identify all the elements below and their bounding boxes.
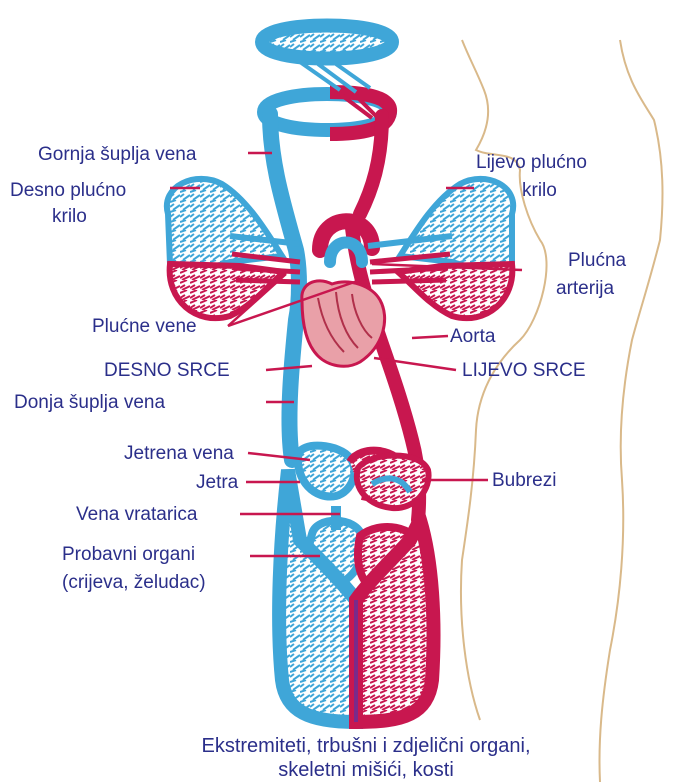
label-lijevo-line1: Lijevo plućno xyxy=(476,152,587,173)
caption-line2: skeletni mišići, kosti xyxy=(278,759,454,781)
label-aorta: Aorta xyxy=(450,326,496,347)
label-lijevo-line2: krilo xyxy=(522,180,557,201)
label-desno-line1: Desno plućno xyxy=(10,180,126,201)
heart xyxy=(302,281,385,366)
label-desno-plucno-krilo: Desno plućno krilo xyxy=(10,180,131,227)
kidney-capillaries xyxy=(357,456,429,509)
label-gornja-supl-vena: Gornja šuplja vena xyxy=(38,144,197,165)
head-capillaries xyxy=(262,26,392,135)
label-bubrezi: Bubrezi xyxy=(492,470,556,491)
label-probavni-organi: Probavni organi (crijeva, želudac) xyxy=(62,544,206,593)
label-lijevo-srce: LIJEVO SRCE xyxy=(462,360,586,381)
caption-line1: Ekstremiteti, trbušni i zdjelični organi… xyxy=(201,735,530,757)
caption: Ekstremiteti, trbušni i zdjelični organi… xyxy=(201,735,530,781)
label-desno-srce: DESNO SRCE xyxy=(104,360,230,381)
label-plucna-line1: Plućna xyxy=(568,250,627,271)
label-vena-vratarica: Vena vratarica xyxy=(76,504,198,525)
label-plucna-arterija: Plućna arterija xyxy=(556,250,631,299)
left-lung xyxy=(368,179,513,318)
label-plucne-vene: Plućne vene xyxy=(92,316,197,337)
pointer-aorta xyxy=(412,336,448,338)
label-plucna-line2: arterija xyxy=(556,278,615,299)
label-probavni-line1: Probavni organi xyxy=(62,544,195,565)
label-donja-supl-vena: Donja šuplja vena xyxy=(14,392,165,413)
label-probavni-line2: (crijeva, želudac) xyxy=(62,572,206,593)
label-desno-line2: krilo xyxy=(52,206,87,227)
label-jetrena-vena: Jetrena vena xyxy=(124,443,234,464)
label-jetra: Jetra xyxy=(196,472,239,493)
